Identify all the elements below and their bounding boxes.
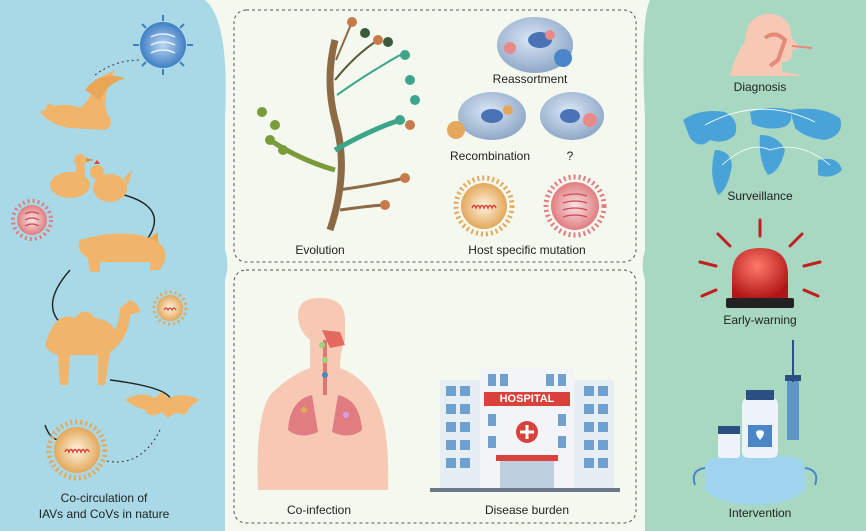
left-caption-line1: Co-circulation of [60, 491, 148, 505]
virus-icon [46, 419, 108, 481]
virus-icon [133, 15, 193, 75]
chicken-icon [90, 160, 132, 202]
hospital-icon [430, 368, 620, 492]
label-disease-burden: Disease burden [484, 503, 570, 517]
label-reassortment: Reassortment [492, 72, 568, 86]
head-profile-icon [730, 13, 813, 76]
cell-icon [447, 92, 526, 140]
vaccine-icon [718, 340, 801, 458]
virus-icon [453, 175, 515, 237]
tree-icon [257, 17, 420, 232]
pig-icon [79, 232, 166, 272]
label-early-warning: Early-warning [723, 313, 797, 327]
label-host-specific-mutation: Host specific mutation [468, 243, 586, 257]
world-map-icon [683, 107, 842, 195]
label-coinfection: Co-infection [286, 503, 352, 517]
label-recombination: Recombination [449, 149, 531, 163]
label-evolution: Evolution [295, 243, 345, 257]
label-surveillance: Surveillance [727, 189, 793, 203]
bat-icon [125, 392, 200, 418]
siren-icon [698, 218, 822, 308]
virus-icon [543, 174, 607, 238]
left-caption-line2: IAVs and CoVs in nature [38, 507, 170, 521]
label-intervention: Intervention [728, 506, 792, 520]
hospital-sign: HOSPITAL [499, 393, 555, 405]
top-dashed-box [233, 9, 637, 263]
mask-icon [692, 456, 818, 505]
bottom-dashed-box [233, 269, 637, 524]
virus-icon [11, 199, 53, 241]
label-unknown: ? [566, 149, 574, 163]
cell-icon [540, 92, 604, 140]
virus-icon [152, 290, 188, 326]
cell-icon [497, 17, 573, 73]
duck-icon [50, 154, 94, 198]
body-lungs-icon [257, 298, 389, 490]
host-chain-line [44, 189, 172, 441]
label-diagnosis: Diagnosis [733, 80, 787, 94]
goose-icon [40, 70, 125, 130]
camel-icon [45, 300, 140, 385]
